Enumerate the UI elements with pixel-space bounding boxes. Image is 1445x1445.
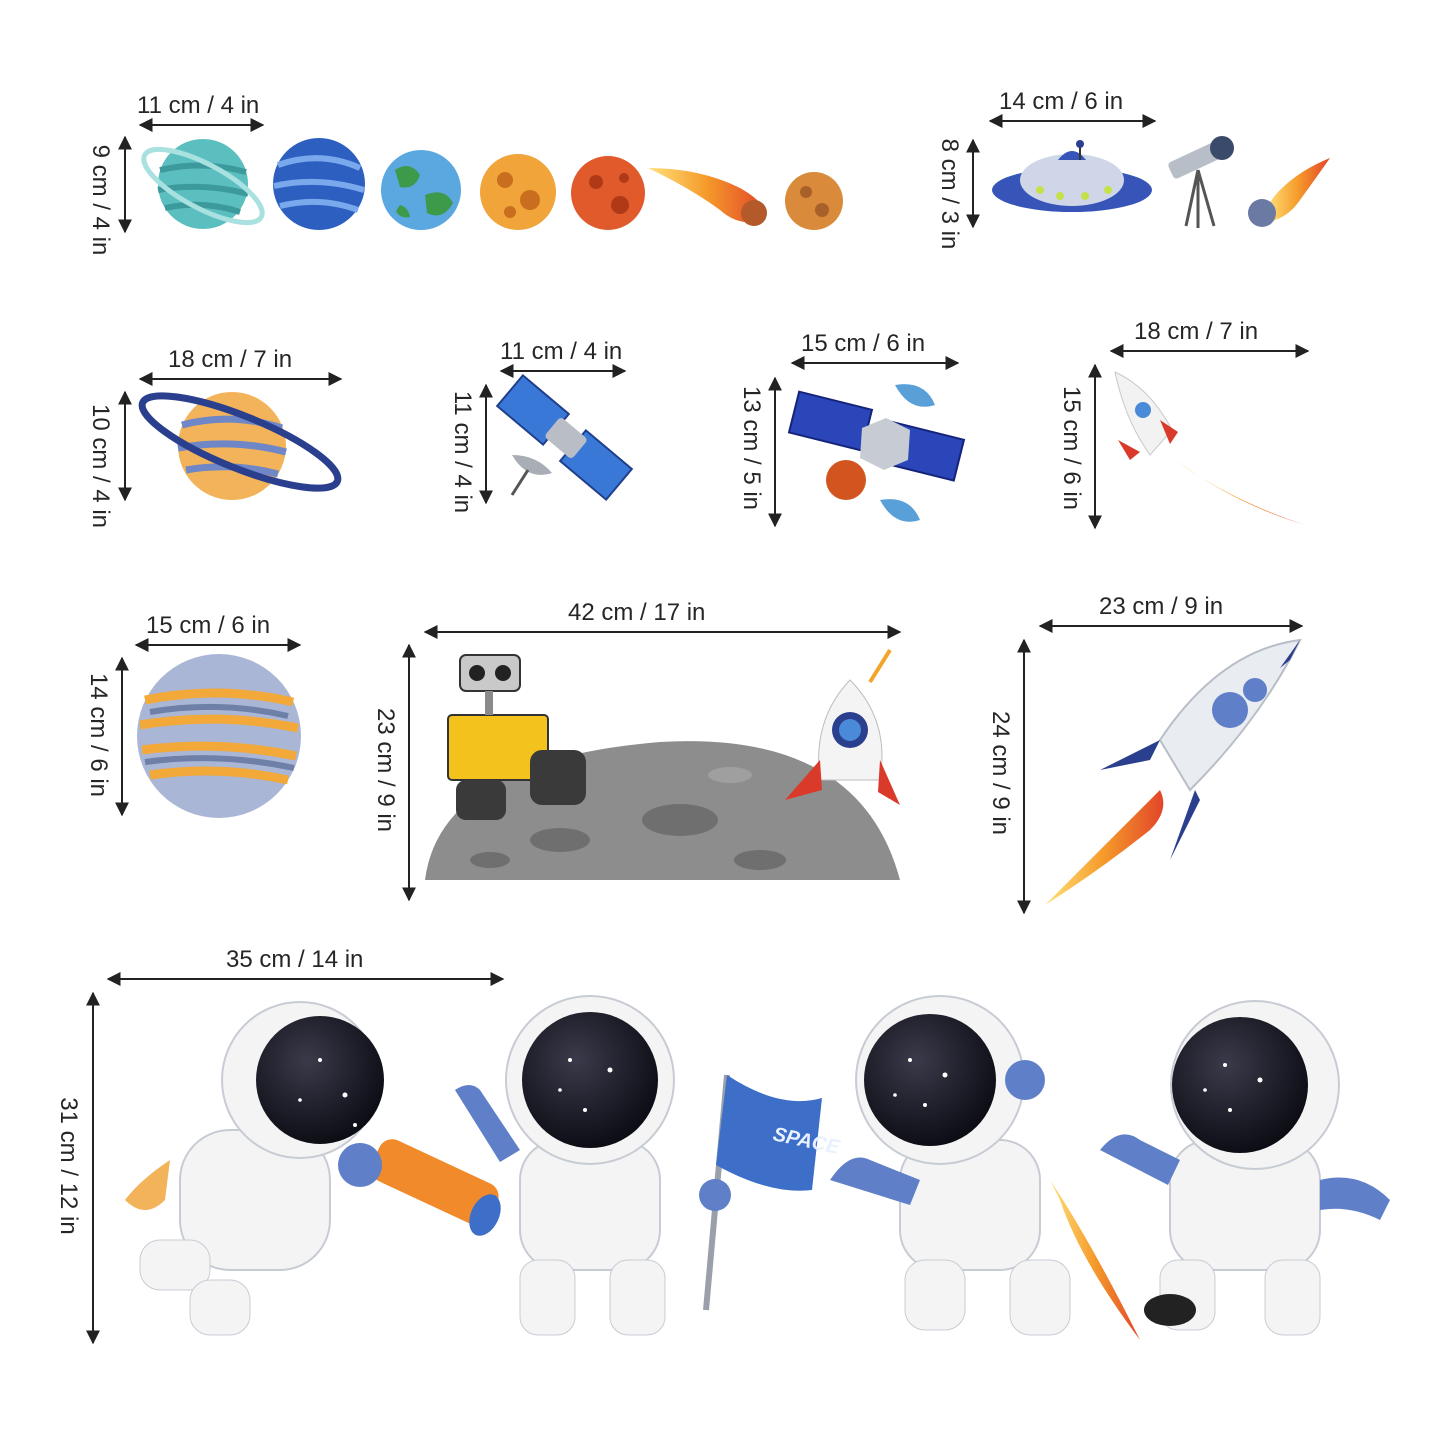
robot-rover (447, 654, 586, 820)
saturn-width-label: 18 cm / 7 in (168, 346, 293, 373)
visor-stars (298, 1058, 1263, 1127)
astronaut-with-telescope (125, 1001, 501, 1336)
comet (648, 168, 767, 226)
small-rocket-height-label: 15 cm / 6 in (1058, 385, 1085, 511)
telescope (1168, 136, 1234, 228)
saturn-planet (138, 392, 342, 500)
planets-row-width-label: 11 cm / 4 in (137, 92, 260, 119)
planets-row-height-label: 9 cm / 4 in (87, 144, 114, 256)
mars-planet (571, 156, 645, 230)
neptune-planet (273, 138, 365, 230)
venus-planet (480, 154, 556, 230)
astronauts-height-label: 31 cm / 12 in (55, 1097, 82, 1235)
big-rocket-height-label: 24 cm / 9 in (987, 710, 1014, 836)
dimension-arrows (86, 114, 1310, 1345)
big-satellite-width-label: 15 cm / 6 in (801, 330, 926, 357)
small-satellite (495, 373, 634, 502)
ufo-group-width-label: 14 cm / 6 in (999, 88, 1124, 115)
moon-scene-height-label: 23 cm / 9 in (372, 707, 399, 833)
small-satellite-height-label: 11 cm / 4 in (449, 390, 476, 514)
ufo-group-height-label: 8 cm / 3 in (936, 138, 963, 250)
moon-scene-width-label: 42 cm / 17 in (568, 599, 706, 626)
big-satellite-height-label: 13 cm / 5 in (738, 385, 765, 511)
small-comet (1248, 158, 1330, 227)
saturn-height-label: 10 cm / 4 in (87, 403, 114, 529)
big-rocket-width-label: 23 cm / 9 in (1099, 593, 1224, 620)
astronauts-width-label: 35 cm / 14 in (226, 946, 364, 973)
small-satellite-width-label: 11 cm / 4 in (500, 338, 623, 365)
astronaut-waving (1100, 1000, 1390, 1336)
astronaut-with-flag (455, 995, 822, 1336)
big-rocket (1045, 638, 1302, 905)
moon-rocket (785, 648, 900, 805)
ufo (992, 140, 1152, 212)
big-satellite (787, 384, 966, 522)
jupiter-width-label: 15 cm / 6 in (146, 612, 271, 639)
uranus-planet (141, 139, 265, 229)
astronaut-saluting (830, 995, 1140, 1340)
mercury-planet (785, 172, 843, 230)
jupiter-height-label: 14 cm / 6 in (85, 672, 112, 798)
small-rocket-width-label: 18 cm / 7 in (1134, 318, 1259, 345)
small-rocket (1114, 371, 1305, 525)
earth-planet (381, 150, 461, 230)
jupiter-planet (137, 654, 301, 818)
